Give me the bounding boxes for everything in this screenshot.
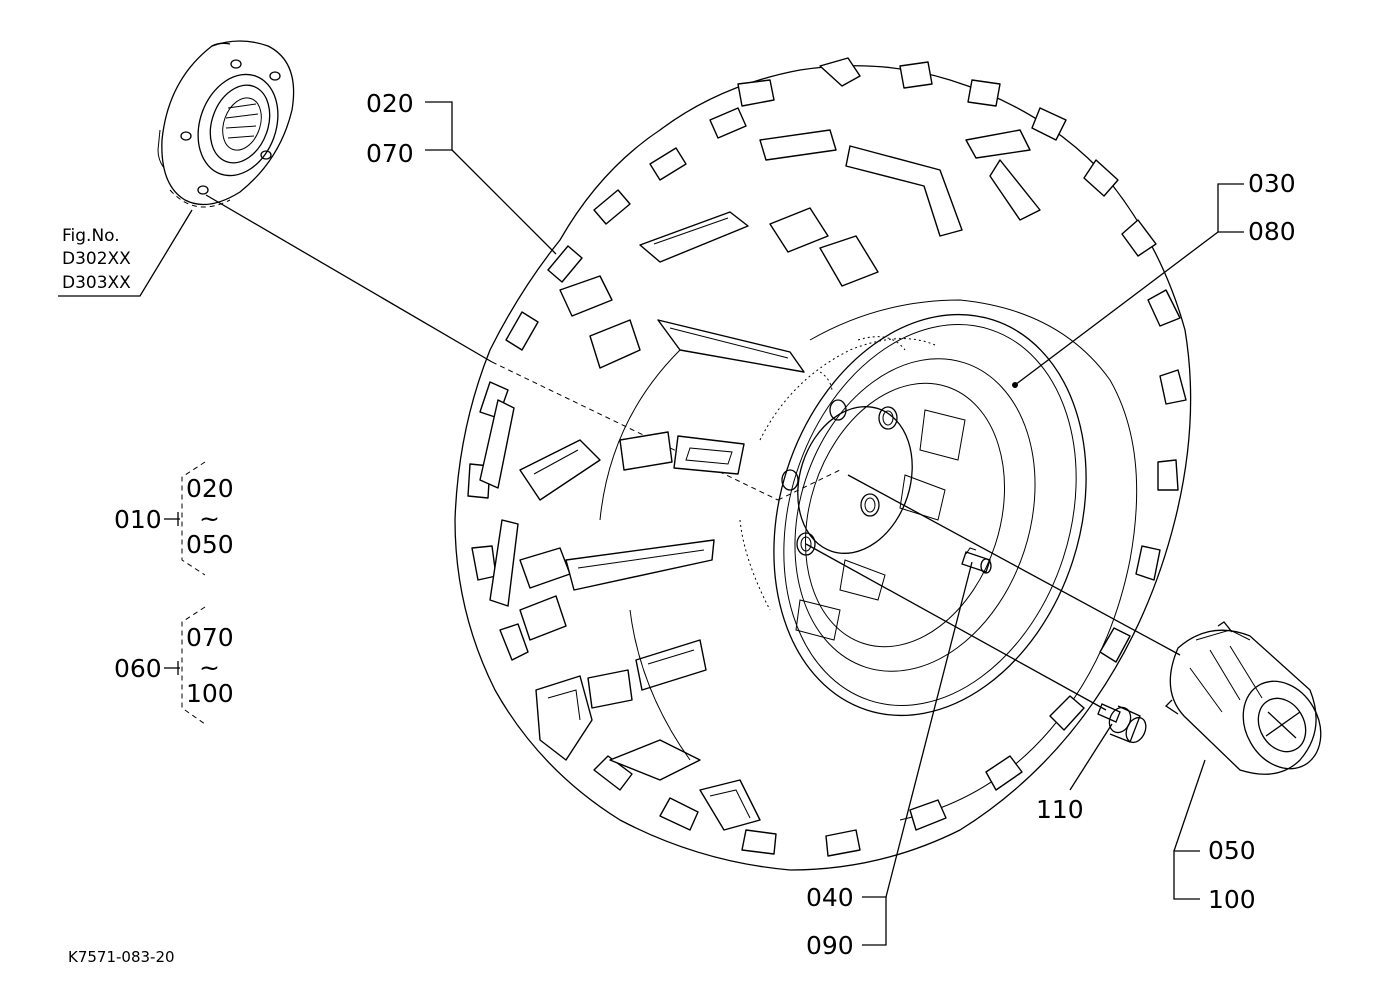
hub-cap — [1164, 621, 1322, 775]
group-to-050: 050 — [186, 530, 234, 559]
callout-070: 070 — [366, 139, 414, 168]
hub-flange — [157, 40, 295, 208]
callout-110: 110 — [1036, 795, 1084, 824]
group-tilde-2: ~ — [199, 653, 220, 682]
group-to-100: 100 — [186, 679, 234, 708]
callout-080: 080 — [1248, 217, 1296, 246]
fig-ref-line1: Fig.No. — [62, 226, 120, 246]
tire — [454, 57, 1192, 871]
group-parent-060: 060 — [114, 654, 162, 683]
fig-ref-line3: D303XX — [62, 273, 131, 293]
callout-040: 040 — [806, 883, 854, 912]
group-from-070: 070 — [186, 623, 234, 652]
fig-ref-line2: D302XX — [62, 249, 131, 269]
callout-020: 020 — [366, 89, 414, 118]
callout-050: 050 — [1208, 836, 1256, 865]
drawing-number: K7571-083-20 — [68, 948, 175, 966]
callout-100: 100 — [1208, 885, 1256, 914]
rim — [739, 313, 1087, 717]
callout-030: 030 — [1248, 169, 1296, 198]
group-tilde-1: ~ — [199, 504, 220, 533]
group-parent-010: 010 — [114, 505, 162, 534]
wheel-bolt — [1097, 703, 1147, 744]
callout-090: 090 — [806, 931, 854, 960]
group-from-020: 020 — [186, 474, 234, 503]
